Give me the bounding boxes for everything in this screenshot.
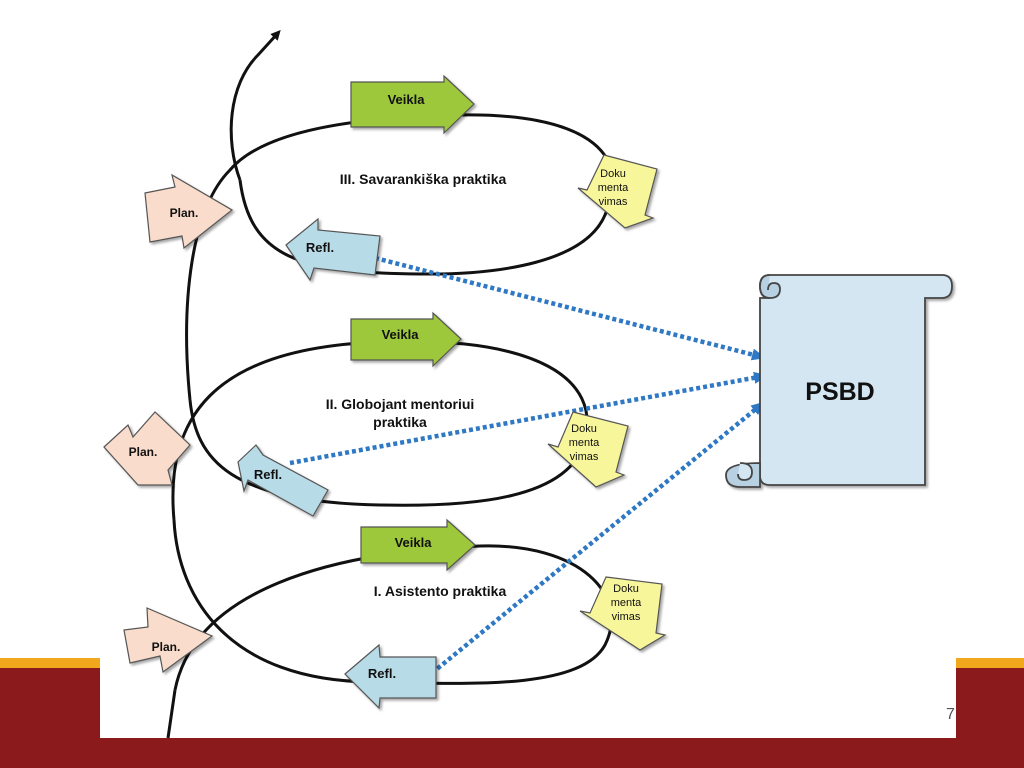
- veikla-arrow: [360, 518, 476, 572]
- psbd-connectors: [289, 255, 768, 675]
- doc-label-line1: Doku: [571, 423, 597, 435]
- plan-arrow: [103, 411, 191, 486]
- doc-label-line3: vimas: [612, 611, 641, 623]
- cycle-two: Veikla II. Globojant mentoriui praktika …: [103, 311, 629, 517]
- refl-arrow: [344, 643, 437, 710]
- cycle-three: Veikla III. Savarankiška praktika Doku m…: [144, 74, 658, 282]
- plan-label: Plan.: [170, 206, 199, 220]
- dokumentavimas-arrow: [579, 576, 667, 651]
- cycle-one: Veikla I. Asistento praktika Doku menta …: [123, 518, 667, 710]
- cycle-title: II. Globojant mentoriui: [326, 396, 475, 412]
- refl-arrow: [237, 444, 329, 517]
- page-number: 7: [946, 706, 955, 723]
- doc-label-line1: Doku: [613, 583, 639, 595]
- veikla-label: Veikla: [382, 327, 420, 342]
- plan-label: Plan.: [152, 640, 181, 654]
- connector-refl-two: [289, 371, 768, 466]
- refl-arrow: [285, 217, 381, 282]
- veikla-arrow: [350, 311, 462, 368]
- plan-label: Plan.: [129, 445, 158, 459]
- loop-two: [171, 339, 589, 521]
- cycle-title-line2: praktika: [373, 414, 427, 430]
- psbd-label: PSBD: [805, 378, 874, 406]
- doc-label-line2: menta: [611, 597, 642, 609]
- doc-label-line1: Doku: [600, 168, 626, 180]
- loop-one: [172, 519, 613, 691]
- refl-label: Refl.: [368, 666, 396, 681]
- spiral-entry: [166, 689, 177, 739]
- loop-three: [185, 113, 615, 401]
- dokumentavimas-arrow: [547, 411, 629, 488]
- connector-refl-one: [430, 401, 766, 675]
- plan-arrow: [144, 173, 234, 250]
- doc-label-line3: vimas: [599, 196, 628, 208]
- footer-gold-stripe-right: [950, 658, 1024, 668]
- psbd-scroll: [725, 274, 953, 488]
- doc-label-line2: menta: [598, 182, 629, 194]
- refl-label: Refl.: [306, 240, 334, 255]
- cycle-title: III. Savarankiška praktika: [340, 171, 507, 187]
- veikla-arrow: [350, 74, 475, 135]
- doc-label-line3: vimas: [570, 451, 599, 463]
- doc-label-line2: menta: [569, 437, 600, 449]
- spiral-exit: [229, 30, 281, 181]
- dokumentavimas-arrow: [577, 154, 658, 229]
- refl-label: Refl.: [254, 467, 282, 482]
- connector-refl-three: [374, 255, 766, 361]
- veikla-label: Veikla: [395, 535, 433, 550]
- footer-gold-stripe-left: [0, 658, 105, 668]
- veikla-label: Veikla: [388, 92, 426, 107]
- cycle-title: I. Asistento praktika: [374, 583, 507, 599]
- spiral-path: [166, 30, 615, 739]
- plan-arrow: [123, 607, 214, 674]
